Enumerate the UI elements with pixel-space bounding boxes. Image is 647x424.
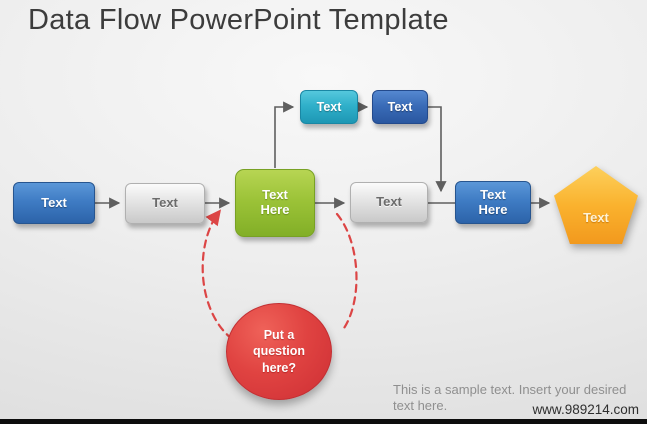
flow-node-label: Text bbox=[583, 210, 609, 225]
flow-node-end-pentagon: Text bbox=[554, 166, 638, 244]
connector-process-to-branch-a bbox=[274, 101, 295, 168]
flow-node-step1: Text bbox=[125, 183, 205, 224]
flow-node-step3: Text Here bbox=[455, 181, 531, 224]
sample-text: This is a sample text. Insert your desir… bbox=[393, 382, 627, 414]
question-bubble-label: Put a question here? bbox=[252, 328, 306, 375]
watermark-text: www.989214.com bbox=[532, 402, 639, 417]
flow-node-label: Text bbox=[152, 195, 178, 211]
page-title: Data Flow PowerPoint Template bbox=[28, 4, 449, 36]
dashed-feedback-arc-left bbox=[201, 209, 234, 341]
connector-branch-b-down bbox=[428, 106, 447, 193]
flow-node-label: Text Here bbox=[260, 187, 290, 217]
flow-node-label: Text bbox=[387, 99, 413, 114]
bottom-black-bar bbox=[0, 419, 647, 424]
dashed-feedback-arc-right bbox=[335, 212, 358, 333]
flow-node-label: Text bbox=[376, 194, 402, 210]
flow-node-branch-a: Text bbox=[300, 90, 358, 124]
flow-node-label: Text Here bbox=[478, 186, 508, 217]
flow-node-label: Text bbox=[41, 194, 67, 210]
question-bubble: Put a question here? bbox=[226, 303, 332, 400]
flow-node-start: Text bbox=[13, 182, 95, 224]
flow-node-step2: Text bbox=[350, 182, 428, 223]
flow-node-main-process: Text Here bbox=[235, 169, 315, 237]
flow-node-label: Text bbox=[316, 99, 342, 114]
pentagon-shape bbox=[554, 166, 638, 244]
flow-node-branch-b: Text bbox=[372, 90, 428, 124]
